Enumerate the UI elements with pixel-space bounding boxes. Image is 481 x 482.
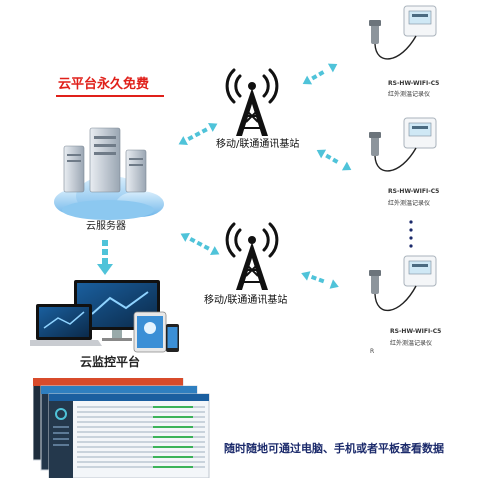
server-label: 云服务器	[86, 221, 126, 232]
device-name-label: 红外测温记录仪	[388, 91, 431, 98]
dashboard-screens-image	[33, 378, 210, 478]
device-name-label: 红外测温记录仪	[390, 340, 433, 347]
monitor-platform-label: 云监控平台	[80, 355, 141, 369]
device-model-label: RS-HW-WIFI-C5	[390, 328, 442, 335]
footer-caption: 随时随地可通过电脑、手机或者平板查看数据	[224, 442, 444, 455]
bidirectional-arrow-icon	[180, 233, 220, 255]
cloud-server-icon	[54, 127, 164, 220]
bidirectional-arrow-icon	[178, 123, 218, 145]
signal-tower-icon	[225, 68, 279, 136]
base-station-label: 移动/联通通讯基站	[216, 139, 300, 150]
recorder-device-icon	[369, 255, 437, 311]
bidirectional-arrow-icon	[316, 149, 352, 171]
promo-underline	[56, 95, 164, 97]
recorder-device-icon	[369, 117, 437, 172]
small-mark: R	[370, 348, 375, 355]
devices-icon	[30, 280, 179, 353]
promo-title: 云平台永久免费	[58, 77, 150, 92]
ellipsis-dots	[409, 220, 413, 248]
device-model-label: RS-HW-WIFI-C5	[388, 188, 440, 195]
bidirectional-arrow-icon	[302, 63, 338, 85]
device-model-label: RS-HW-WIFI-C5	[388, 80, 440, 87]
base-station-label: 移动/联通通讯基站	[204, 295, 288, 306]
recorder-device-icon	[369, 5, 437, 60]
bidirectional-arrow-icon	[301, 271, 339, 289]
down-arrow-icon	[97, 240, 113, 275]
signal-tower-icon	[225, 222, 279, 290]
device-name-label: 红外测温记录仪	[388, 200, 431, 207]
